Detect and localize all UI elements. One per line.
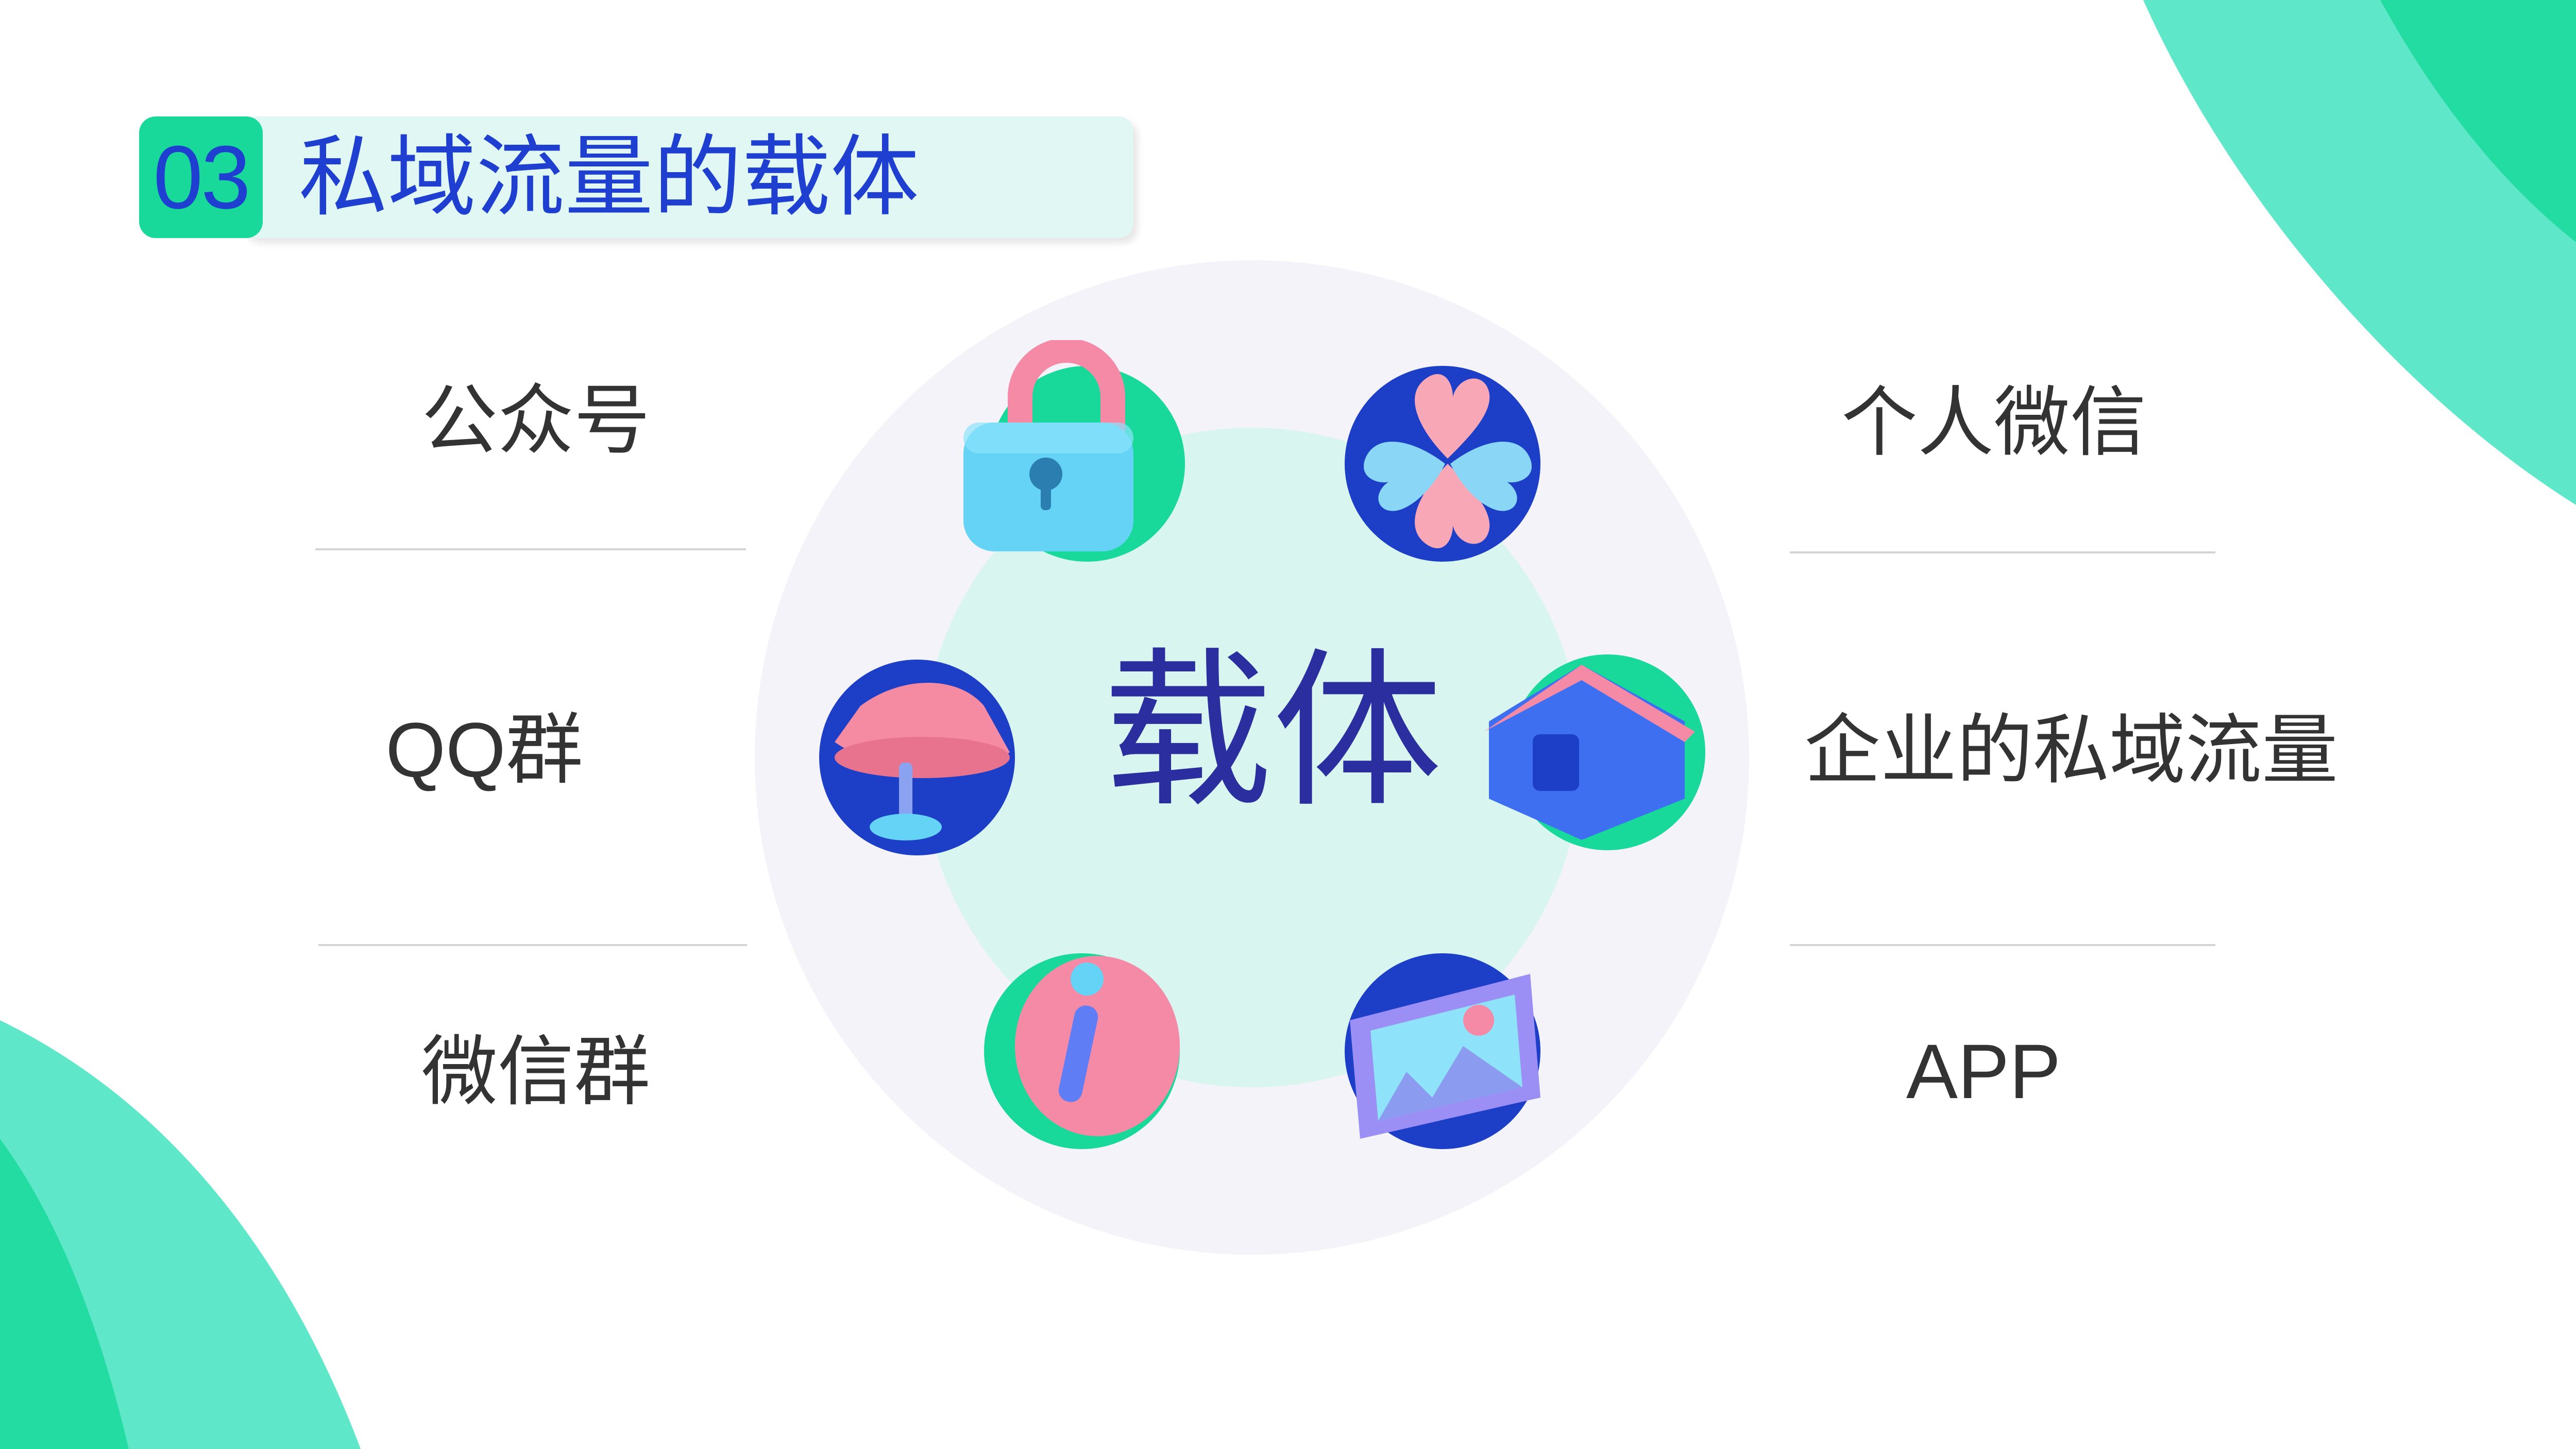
right-divider-2 bbox=[1790, 944, 2215, 946]
house-icon bbox=[1484, 654, 1705, 850]
section-title-bar: 私域流量的载体 bbox=[242, 116, 1133, 238]
section-title: 私域流量的载体 bbox=[299, 125, 919, 229]
left-divider-1 bbox=[315, 548, 746, 550]
label-qq-group: QQ群 bbox=[385, 706, 583, 793]
label-enterprise-private-traffic: 企业的私域流量 bbox=[1804, 706, 2338, 795]
center-label: 载体 bbox=[1103, 633, 1443, 831]
lamp-icon bbox=[819, 660, 1015, 855]
clover-icon bbox=[1345, 366, 1540, 562]
padlock-icon bbox=[963, 340, 1185, 562]
info-icon bbox=[984, 953, 1180, 1149]
label-wechat-group: 微信群 bbox=[421, 1027, 650, 1116]
label-personal-wechat: 个人微信 bbox=[1841, 378, 2146, 467]
label-official-account: 公众号 bbox=[421, 376, 650, 465]
section-number-badge: 03 bbox=[139, 116, 263, 238]
section-number: 03 bbox=[153, 127, 251, 227]
picture-frame-icon bbox=[1345, 953, 1540, 1149]
label-app: APP bbox=[1906, 1028, 2061, 1115]
right-divider-1 bbox=[1790, 551, 2215, 553]
left-divider-2 bbox=[318, 944, 747, 946]
